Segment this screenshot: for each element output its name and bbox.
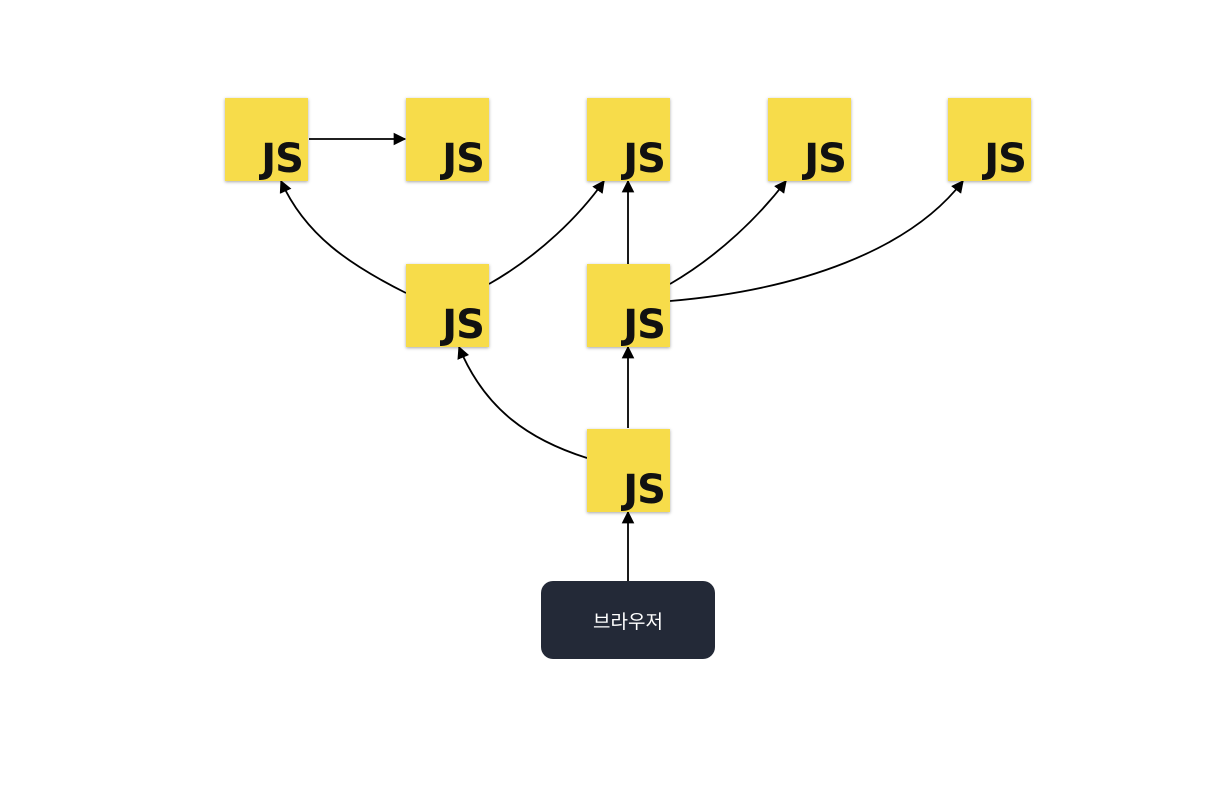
edge-mid-left-to-top-3 xyxy=(488,179,605,285)
edge-mid-right-to-top-4 xyxy=(669,179,787,285)
browser-node: 브라우저 xyxy=(541,581,715,659)
js-logo-text: JS xyxy=(623,136,666,182)
js-logo-text: JS xyxy=(623,467,666,513)
js-module-node: JS xyxy=(768,98,851,181)
js-module-node: JS xyxy=(587,98,670,181)
js-module-node: JS xyxy=(225,98,308,181)
js-logo-text: JS xyxy=(261,136,304,182)
js-logo-text: JS xyxy=(804,136,847,182)
js-module-node: JS xyxy=(406,98,489,181)
js-entry-node: JS xyxy=(587,429,670,512)
js-logo-text: JS xyxy=(442,302,485,348)
js-module-node: JS xyxy=(948,98,1031,181)
js-logo-text: JS xyxy=(442,136,485,182)
js-module-node: JS xyxy=(406,264,489,347)
edge-mid-left-to-top-1 xyxy=(279,179,407,294)
js-logo-text: JS xyxy=(984,136,1027,182)
browser-label: 브라우저 xyxy=(593,610,663,633)
edge-mid-right-to-top-5 xyxy=(669,180,964,302)
js-logo-text: JS xyxy=(623,302,666,348)
edge-root-to-mid-left xyxy=(457,345,588,459)
js-module-node: JS xyxy=(587,264,670,347)
